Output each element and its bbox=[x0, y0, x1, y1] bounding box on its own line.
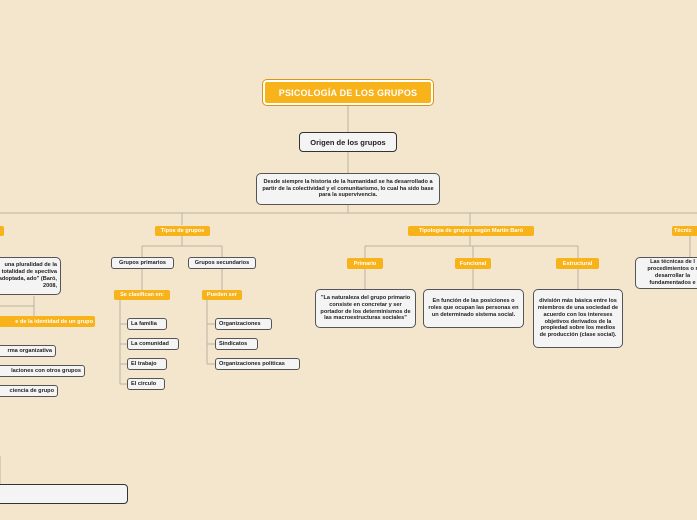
tipologia-primario[interactable]: Primario bbox=[347, 258, 383, 269]
grupos-secundarios[interactable]: Grupos secundarios bbox=[188, 257, 256, 269]
primario-description[interactable]: "La naturaleza del grupo primario consis… bbox=[315, 289, 416, 328]
left-item-organizativa[interactable]: rma organizativa bbox=[0, 345, 56, 357]
tecnicas-description[interactable]: Las técnicas de l procedimientos o r des… bbox=[635, 257, 697, 289]
left-branch-label[interactable] bbox=[0, 226, 4, 236]
item-circulo[interactable]: El circulo bbox=[127, 378, 165, 390]
left-item-relaciones[interactable]: laciones con otros grupos bbox=[0, 365, 85, 377]
tipologia-topic[interactable]: Tipologia de grupos según Martín Baró bbox=[408, 226, 534, 236]
item-comunidad[interactable]: La comunidad bbox=[127, 338, 179, 350]
tipos-topic[interactable]: Tipos de grupos bbox=[155, 226, 210, 236]
left-branch-description[interactable]: una pluralidad de la totalidad de specti… bbox=[0, 257, 61, 295]
item-sindicatos[interactable]: Sindicatos bbox=[215, 338, 258, 350]
item-organizaciones-politicas[interactable]: Organizaciones politicas bbox=[215, 358, 300, 370]
funcional-description[interactable]: En función de las posiciones o roles que… bbox=[423, 289, 524, 328]
link-primarios-items bbox=[119, 300, 127, 385]
estructural-description[interactable]: división más básica entre los miembros d… bbox=[533, 289, 623, 348]
item-trabajo[interactable]: El trabajo bbox=[127, 358, 167, 370]
identity-topic[interactable]: e de la identidad de un grupo bbox=[0, 316, 95, 327]
bottom-partial-topic[interactable] bbox=[0, 484, 128, 504]
item-familia[interactable]: La familia bbox=[127, 318, 167, 330]
secundarios-classification[interactable]: Pueden ser bbox=[202, 290, 242, 300]
root-topic[interactable]: PSICOLOGÍA DE LOS GRUPOS bbox=[263, 80, 433, 105]
grupos-primarios[interactable]: Grupos primarios bbox=[111, 257, 174, 269]
origin-topic[interactable]: Origen de los grupos bbox=[299, 132, 397, 152]
primarios-classification[interactable]: Se clasifican en: bbox=[114, 290, 170, 300]
tipologia-estructural[interactable]: Estructural bbox=[556, 258, 599, 269]
item-organizaciones[interactable]: Organizaciones bbox=[215, 318, 272, 330]
origin-description[interactable]: Desde siempre la historia de la humanida… bbox=[256, 173, 440, 205]
tecnicas-topic[interactable]: Técnic bbox=[672, 226, 697, 236]
left-item-conciencia[interactable]: ciencia de grupo bbox=[0, 385, 58, 397]
tipologia-funcional[interactable]: Funcional bbox=[455, 258, 491, 269]
link-secundarios-items bbox=[206, 300, 215, 365]
